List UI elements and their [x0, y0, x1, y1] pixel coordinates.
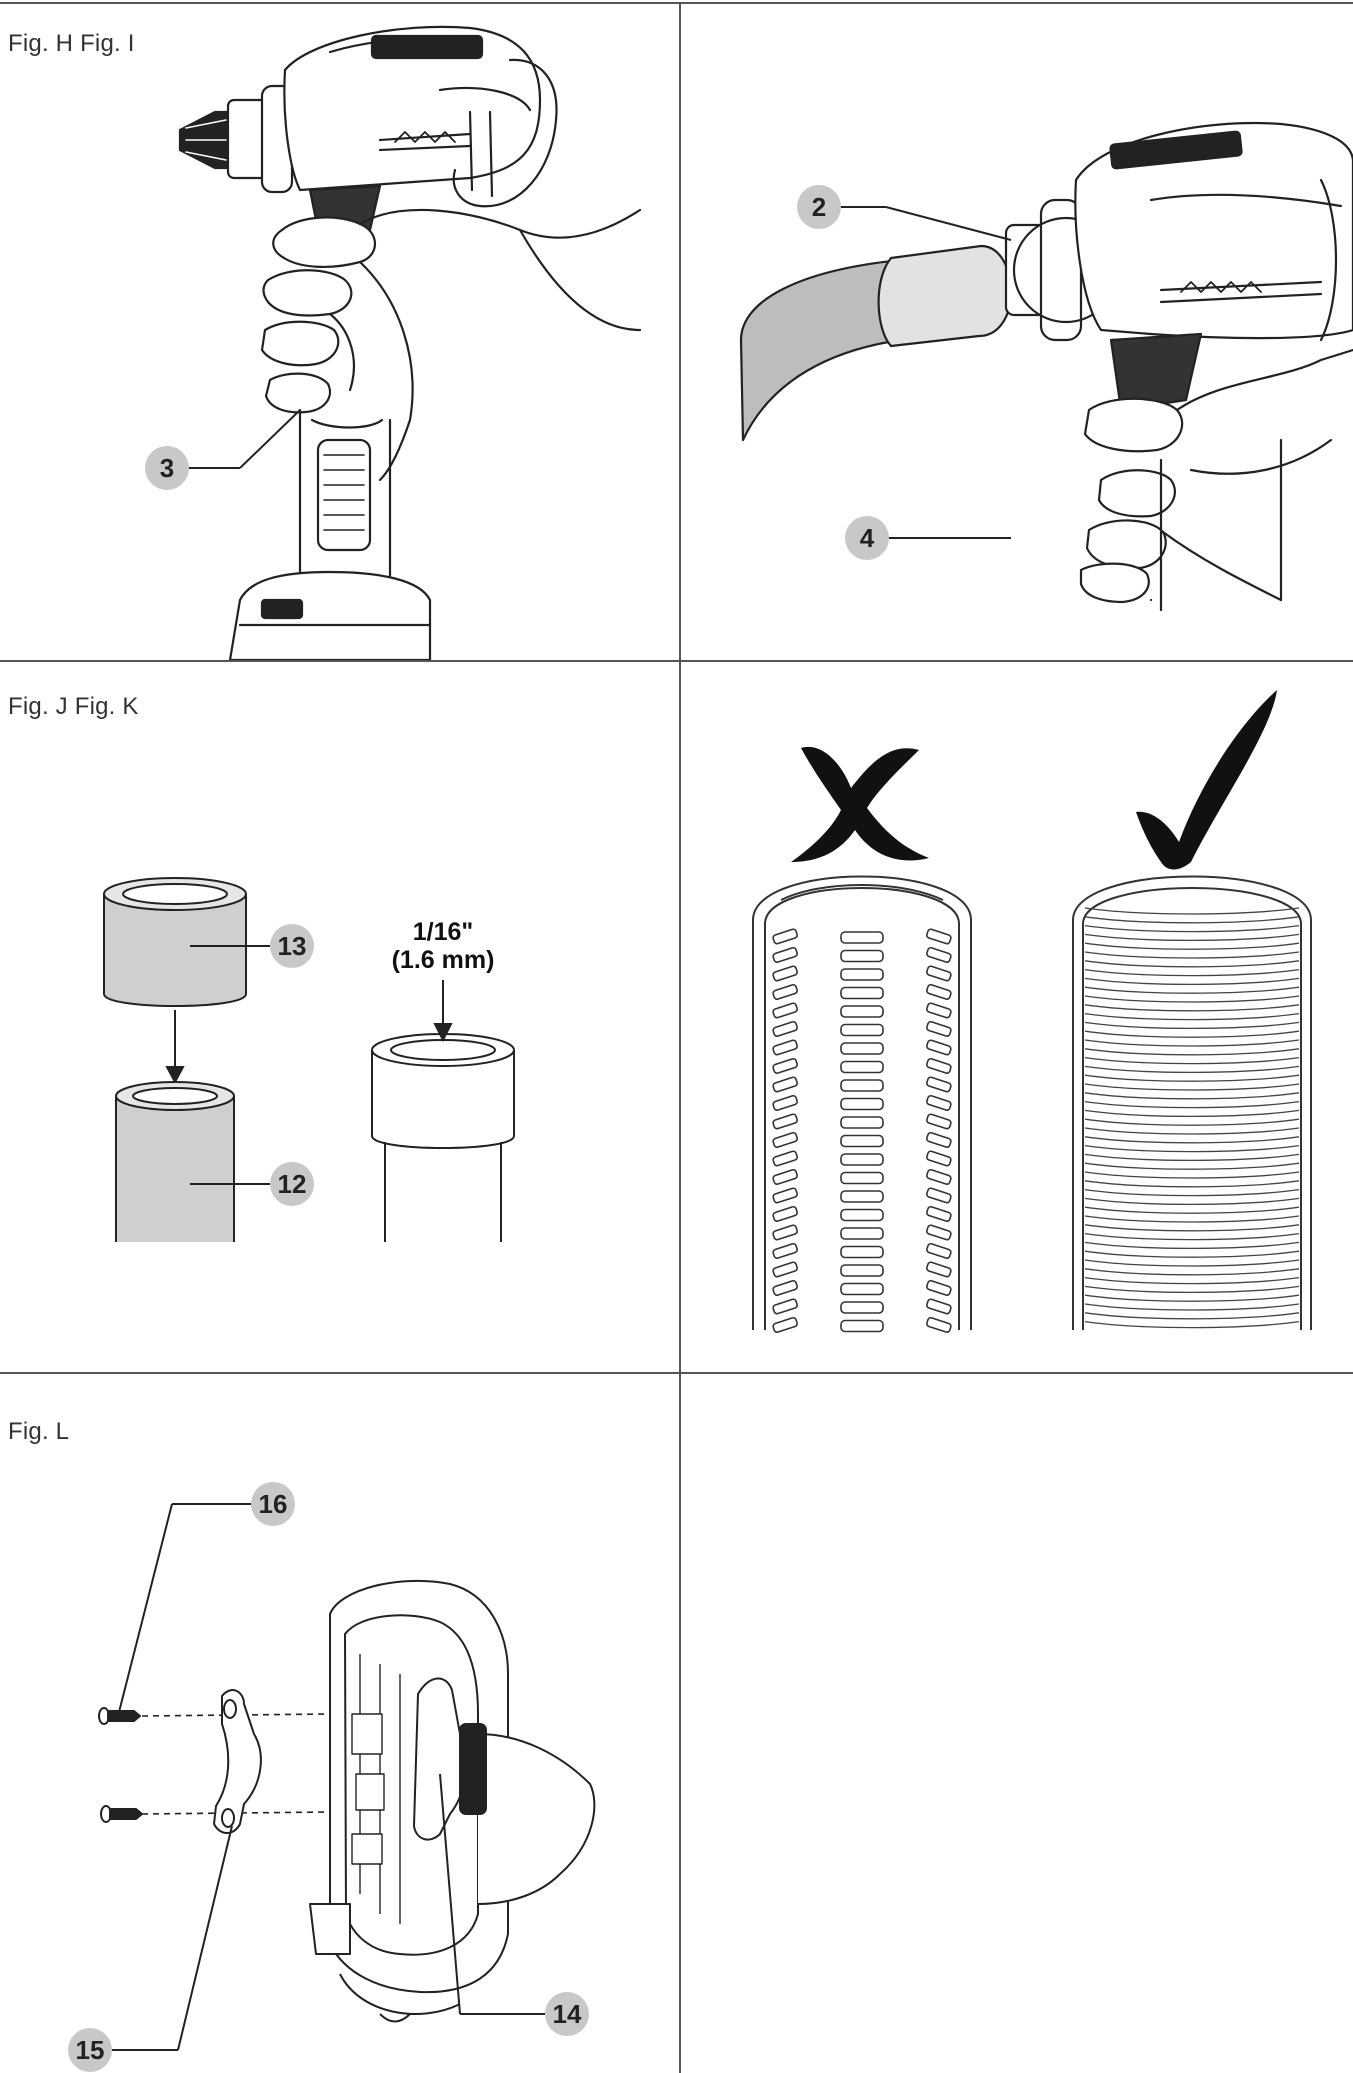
fig-h-i-label: Fig. H Fig. I: [8, 30, 135, 57]
fig-j-illustration: 1/16" (1.6 mm) 13 12: [103, 877, 515, 1242]
callout-12: 12: [278, 1169, 307, 1199]
dimension-fraction: 1/16": [413, 918, 474, 946]
callout-13: 13: [278, 931, 307, 961]
fig-l-label: Fig. L: [8, 1418, 70, 1445]
callout-15: 15: [76, 2035, 105, 2065]
cross-mark-icon: [791, 746, 929, 862]
fig-j-k-label: Fig. J Fig. K: [8, 693, 139, 720]
callout-14: 14: [553, 1999, 582, 2029]
callout-2: 2: [812, 192, 826, 222]
fig-h-illustration: 3: [145, 25, 642, 660]
fig-k-illustration: [752, 690, 1312, 1333]
callout-4: 4: [860, 523, 875, 553]
callout-16: 16: [259, 1489, 288, 1519]
fig-i-illustration: 2 4: [739, 121, 1353, 612]
fig-l-illustration: 16 15 14: [68, 1482, 596, 2072]
callout-3: 3: [160, 453, 174, 483]
check-mark-icon: [1136, 690, 1277, 870]
screw-upper: [98, 1707, 141, 1725]
dimension-metric: (1.6 mm): [392, 946, 495, 974]
screw-lower: [100, 1805, 143, 1823]
